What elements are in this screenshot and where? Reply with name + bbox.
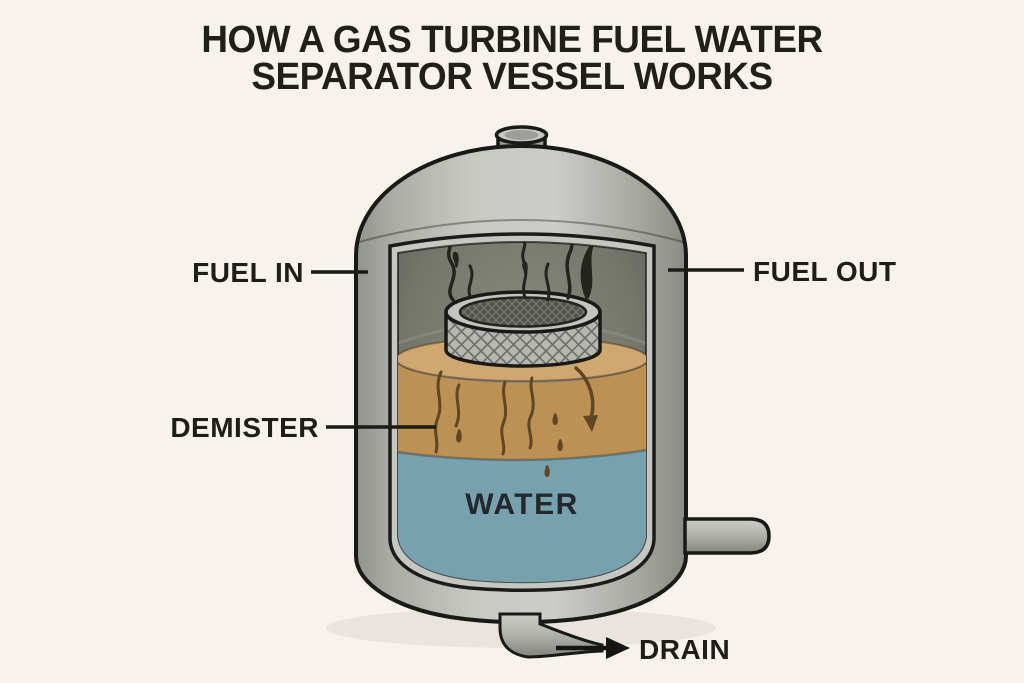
drain-arrow <box>556 637 630 659</box>
water-layer <box>398 448 646 583</box>
fuel-in-label: FUEL IN <box>192 257 304 288</box>
title-line-2: SEPARATOR VESSEL WORKS <box>251 56 773 98</box>
demister-label: DEMISTER <box>170 412 319 443</box>
title-line-1: HOW A GAS TURBINE FUEL WATER <box>201 19 823 61</box>
settle-arrow <box>574 366 598 432</box>
page-title: HOW A GAS TURBINE FUEL WATER SEPARATOR V… <box>15 19 1008 98</box>
droplet-streams <box>434 370 563 477</box>
fuel-out-label: FUEL OUT <box>753 256 896 287</box>
drain-label: DRAIN <box>639 634 730 665</box>
water-label: WATER <box>465 488 579 521</box>
outlet-pipe <box>683 517 771 555</box>
demister-mesh <box>444 290 602 368</box>
dome-seam <box>358 219 684 243</box>
